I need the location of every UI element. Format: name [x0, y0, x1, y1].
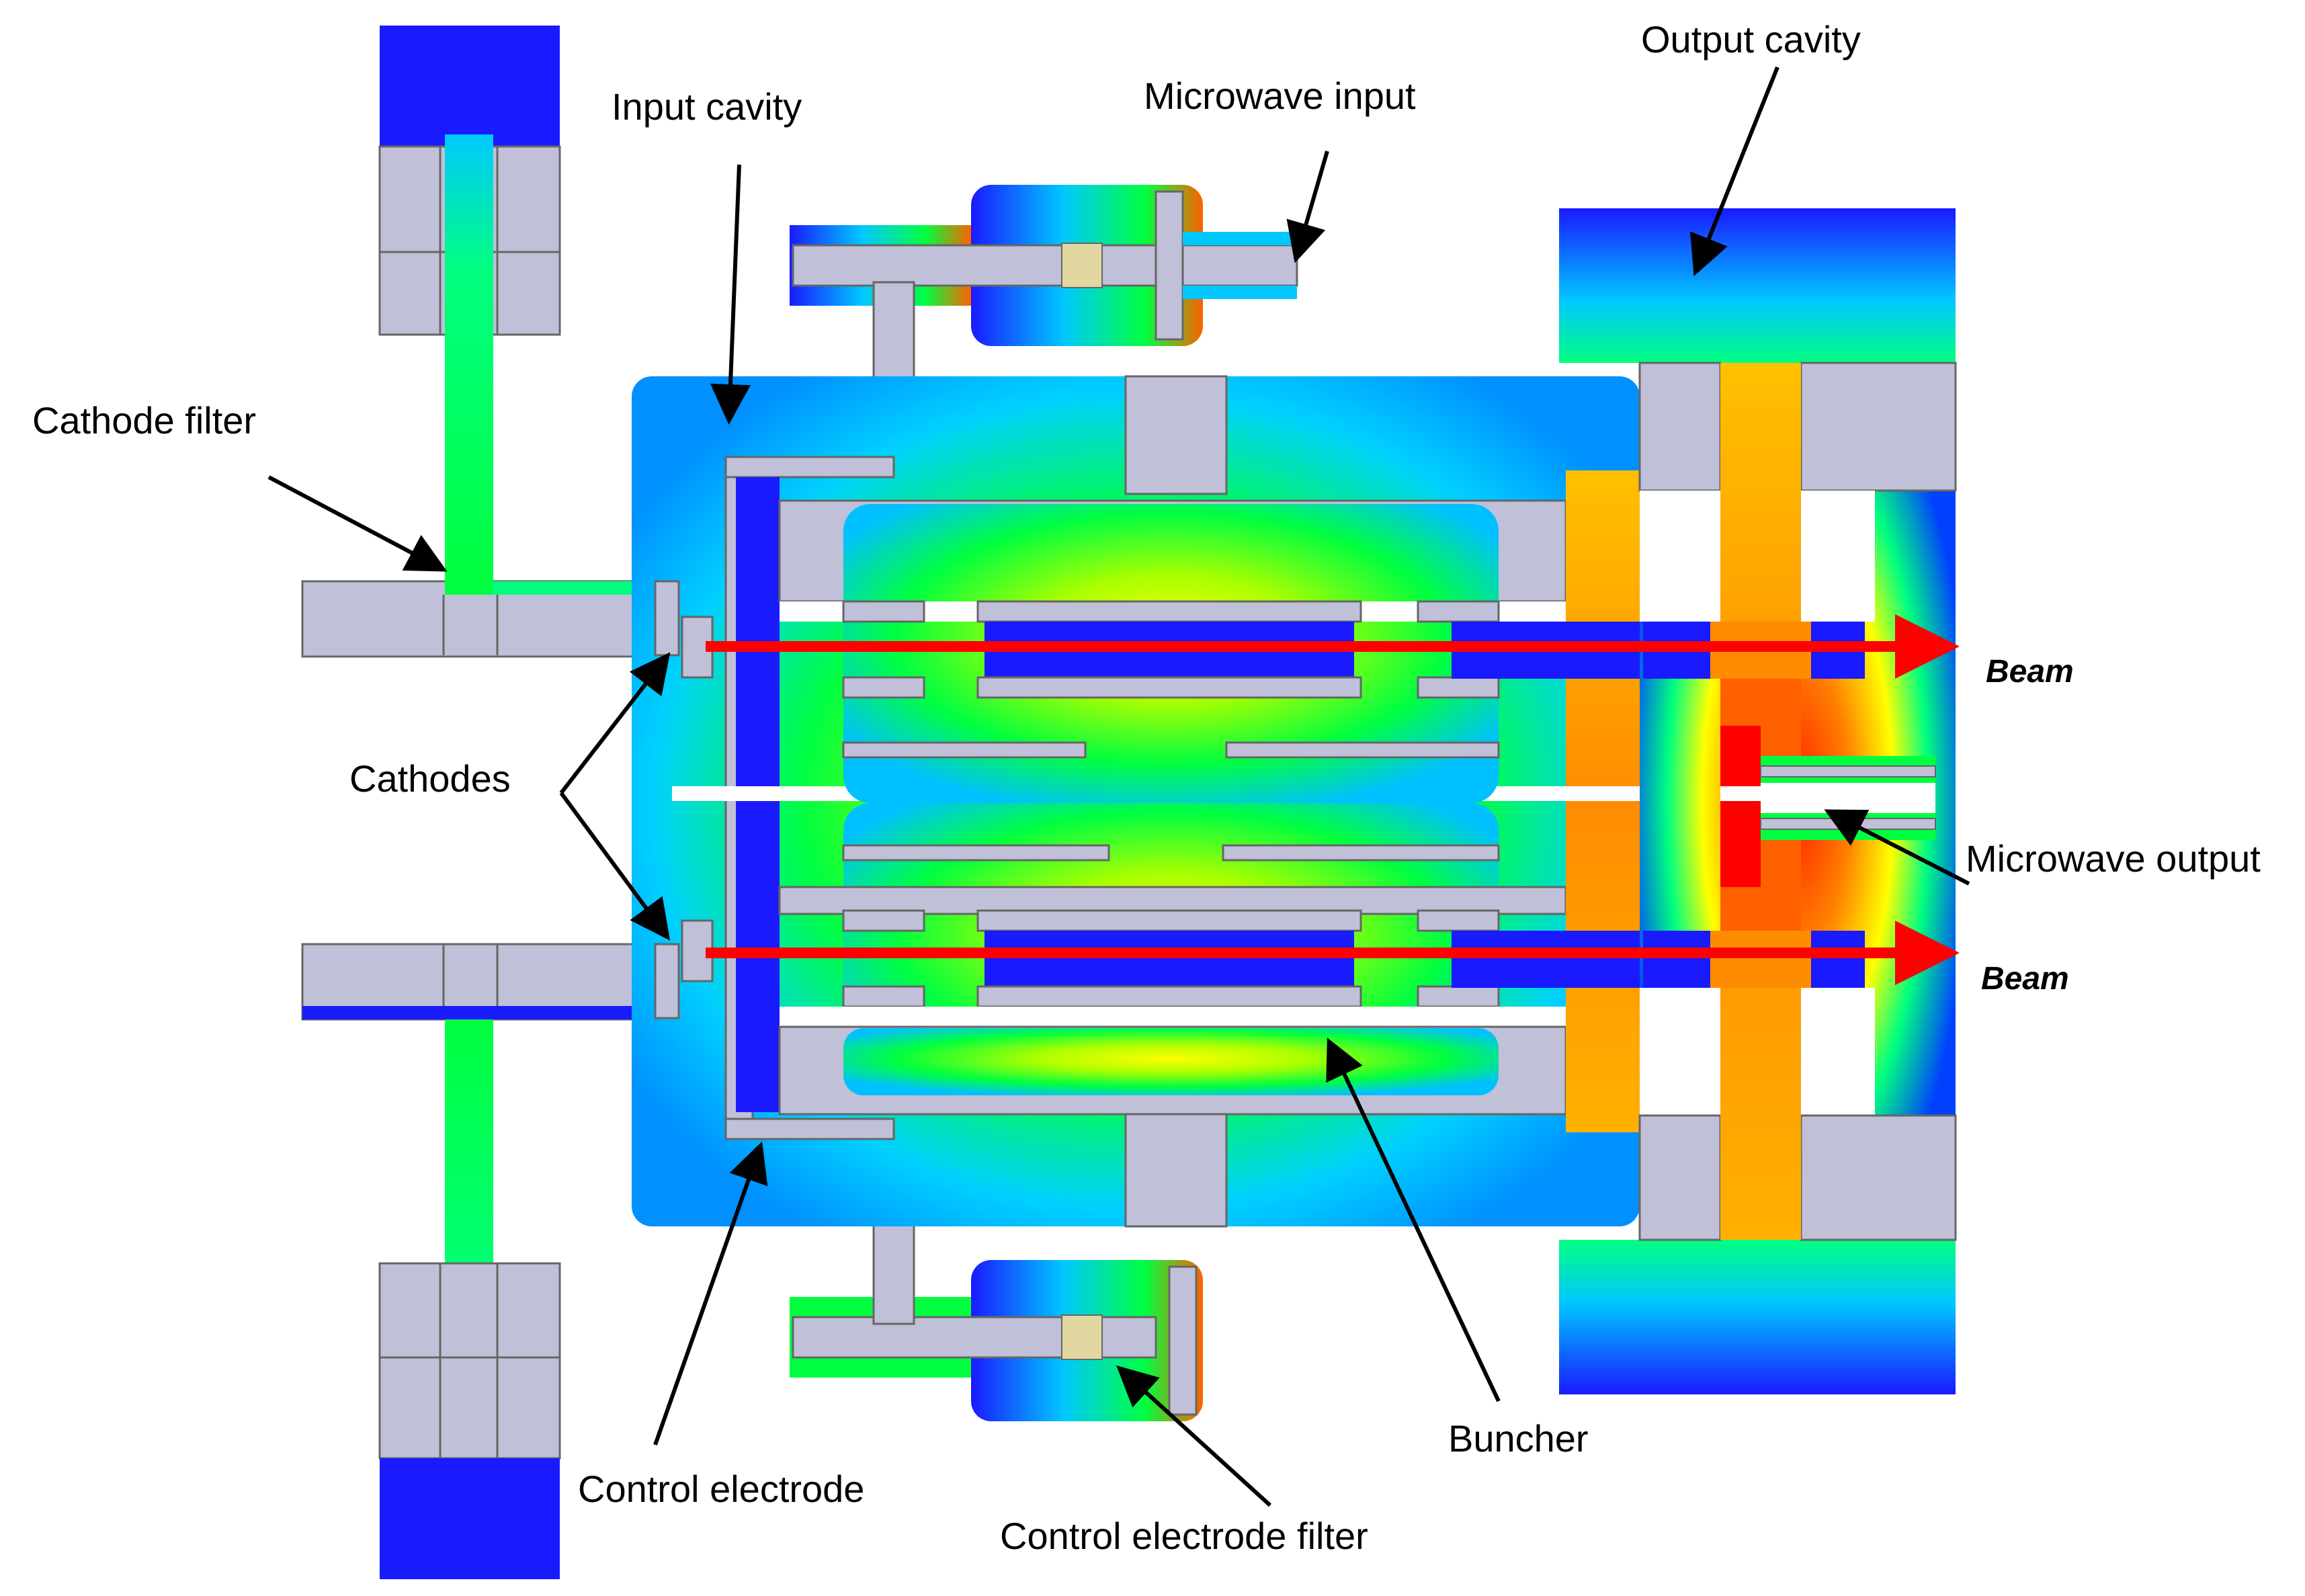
arrow-microwave-input: [1286, 151, 1329, 263]
label-output-cavity: Output cavity: [1641, 18, 1861, 60]
label-input-cavity: Input cavity: [612, 85, 802, 128]
labels: Cathode filter Input cavity Microwave in…: [32, 18, 2261, 1557]
arrow-control-electrode: [653, 1141, 768, 1445]
label-cathodes: Cathodes: [349, 757, 511, 800]
label-buncher: Buncher: [1448, 1417, 1589, 1460]
arrow-cathodes-bottom: [559, 792, 671, 941]
arrow-input-cavity: [710, 164, 751, 425]
arrow-cathode-filter: [267, 475, 448, 572]
arrow-output-cavity: [1689, 66, 1779, 277]
label-beam-top: Beam: [1986, 654, 2074, 689]
microwave-input-coax: [790, 185, 1298, 478]
arrow-microwave-output: [1824, 809, 1970, 886]
label-microwave-input: Microwave input: [1144, 75, 1416, 117]
output-cavity: [1559, 208, 1957, 1394]
label-microwave-output: Microwave output: [1966, 837, 2261, 880]
buncher: [778, 470, 1643, 1132]
arrow-cathodes-top: [559, 652, 671, 794]
label-control-electrode: Control electrode: [578, 1468, 864, 1510]
arrow-buncher: [1326, 1038, 1501, 1402]
label-cathode-filter: Cathode filter: [32, 399, 256, 442]
pointer-arrows: [267, 66, 1970, 1507]
label-control-electrode-filter: Control electrode filter: [1000, 1515, 1368, 1557]
cathode-filter-top: [301, 26, 660, 658]
arrow-control-electrode-filter: [1116, 1365, 1272, 1507]
label-beam-bottom: Beam: [1981, 961, 2069, 997]
cathode-filter-bottom: [301, 943, 660, 1579]
beam-arrows: [706, 614, 1960, 985]
